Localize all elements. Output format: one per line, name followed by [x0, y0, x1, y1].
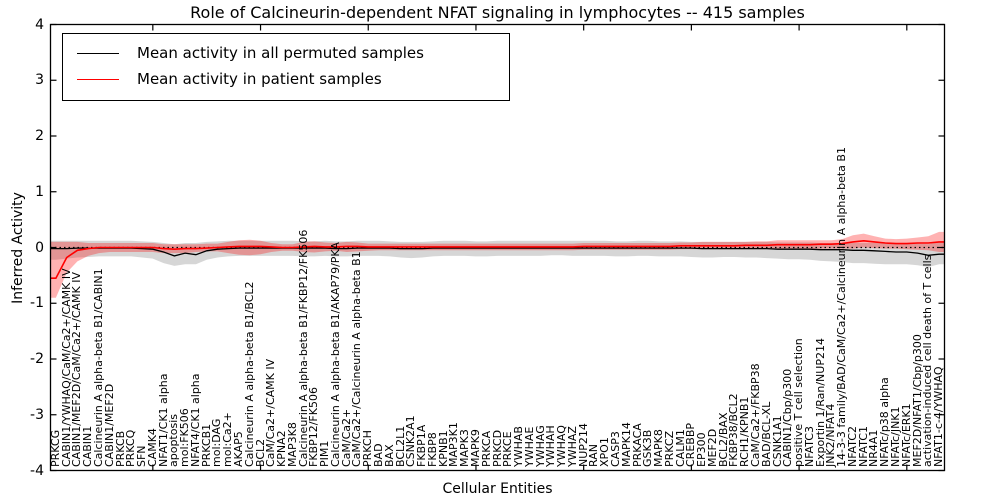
y-tick-label: 4	[35, 16, 44, 33]
legend: Mean activity in all permuted samples Me…	[62, 33, 510, 101]
y-tick-label: -2	[30, 351, 44, 367]
legend-label-permuted: Mean activity in all permuted samples	[137, 44, 424, 62]
y-tick-label: 3	[35, 72, 44, 89]
legend-item-patient: Mean activity in patient samples	[73, 66, 499, 92]
y-tick-label: 1	[35, 183, 44, 200]
patient-line-swatch	[77, 78, 119, 80]
x-category-label: NFAT1-c-4/YWHAQ	[932, 366, 946, 467]
chart-title: Role of Calcineurin-dependent NFAT signa…	[190, 3, 805, 22]
y-tick-label: -4	[30, 462, 44, 479]
y-tick-label: 0	[35, 239, 44, 256]
y-tick-label: -1	[30, 295, 44, 312]
y-tick-label: 2	[35, 128, 44, 144]
x-axis-label: Cellular Entities	[442, 481, 553, 497]
permuted-mean-line	[50, 247, 945, 257]
x-category-label: 14-3-3 family/BAD/CaM/Ca2+/Calcineurin A…	[835, 147, 849, 467]
legend-label-patient: Mean activity in patient samples	[137, 70, 382, 88]
patient-mean-line	[50, 239, 945, 280]
y-tick-label: -3	[30, 406, 44, 423]
permuted-line-swatch	[77, 52, 119, 54]
legend-item-permuted: Mean activity in all permuted samples	[73, 40, 499, 66]
